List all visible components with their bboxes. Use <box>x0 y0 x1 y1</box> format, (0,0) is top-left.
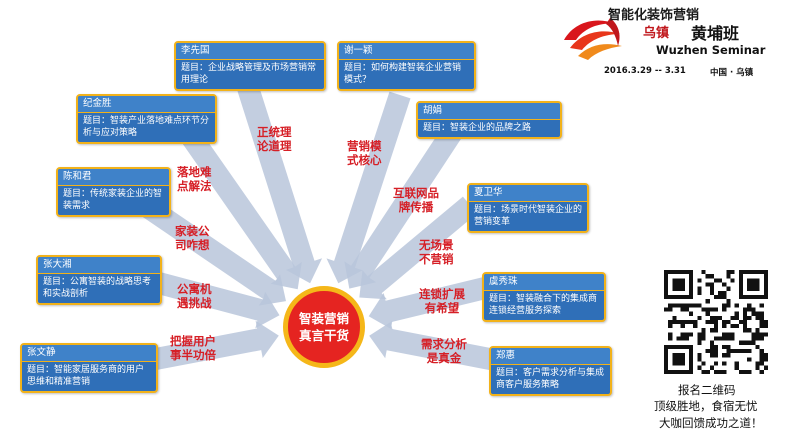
label-line: 营销模 <box>347 139 382 153</box>
speaker-name: 虞秀珠 <box>484 274 604 291</box>
label-apartment-challenge: 公寓机 遇挑战 <box>177 282 212 310</box>
label-line: 遇挑战 <box>177 296 212 310</box>
arrow-2 <box>176 121 302 290</box>
label-line: 不营销 <box>419 252 454 266</box>
speaker-name: 夏卫华 <box>469 185 587 202</box>
label-line: 司咋想 <box>175 238 210 252</box>
speaker-topic: 题目：如何构建智装企业营销模式？ <box>344 63 462 85</box>
label-demand-analysis: 需求分析 是真金 <box>421 337 467 365</box>
brand-title: 智能化装饰营销 <box>608 8 700 23</box>
speaker-card-li-xianguo: 李先国 题目：企业战略管理及市场营销常用理论 <box>174 41 326 91</box>
speaker-topic: 题目：企业战略管理及市场营销常用理论 <box>181 63 317 85</box>
label-line: 落地难 <box>177 165 212 179</box>
speaker-card-yu-xiuzhu: 虞秀珠 题目：智装融合下的集成商连锁经营服务探索 <box>482 272 606 322</box>
arrow-0 <box>237 84 323 284</box>
speaker-topic: 题目：传统家装企业的智装需求 <box>63 189 163 211</box>
speaker-topic: 题目：智装企业的品牌之路 <box>423 123 532 133</box>
label-line: 家装公 <box>175 224 210 238</box>
phoenix-logo-icon <box>564 18 622 60</box>
speaker-card-zhang-daxiang: 张大湘 题目：公寓智装的战略思考和实战剖析 <box>36 255 162 305</box>
speaker-topic: 题目：公寓智装的战略思考和实战剖析 <box>43 277 152 299</box>
speaker-topic: 题目：客户需求分析与集成商客户服务策略 <box>496 368 605 390</box>
speaker-name: 郑惠 <box>491 348 610 365</box>
speaker-topic: 题目：智装融合下的集成商连锁经营服务探索 <box>489 294 598 316</box>
center-line: 真言干货 <box>298 328 349 343</box>
qr-title: 报名二维码 <box>678 383 736 397</box>
arrow-8 <box>137 320 279 373</box>
label-chain-expansion: 连锁扩展 有希望 <box>419 287 465 315</box>
speaker-name: 李先国 <box>176 43 324 60</box>
arrow-7 <box>368 277 488 330</box>
label-line: 是真金 <box>426 351 462 365</box>
label-no-scene: 无场景 不营销 <box>419 238 454 266</box>
speaker-card-zhang-wenjing: 张文静 题目：智能家居服务商的用户思维和精准营销 <box>20 343 158 393</box>
brand-huangpu: 黄埔班 <box>691 24 740 43</box>
label-line: 把握用户 <box>170 334 216 348</box>
speaker-card-xia-weihua: 夏卫华 题目：场景时代智装企业的营销变革 <box>467 183 589 233</box>
label-line: 互联网品 <box>393 186 439 200</box>
brand-english: Wuzhen Seminar <box>656 43 766 57</box>
label-home-decoration: 家装公 司咋想 <box>175 224 210 252</box>
speaker-name: 陈和君 <box>58 169 169 186</box>
qr-code-icon[interactable] <box>664 270 768 374</box>
arrow-5 <box>359 196 478 300</box>
speaker-card-xie-yiying: 谢一颖 题目：如何构建智装企业营销模式？ <box>337 41 476 91</box>
qr-slogan-line: 大咖回馈成功之道！ <box>659 416 763 430</box>
brand-location: 中国 · 乌镇 <box>710 68 754 78</box>
speaker-topic: 题目：智装产业落地难点环节分析与应对策略 <box>83 116 210 138</box>
label-line: 无场景 <box>419 238 454 252</box>
label-line: 有希望 <box>424 301 460 315</box>
brand-wuzhen: 乌镇 <box>643 26 670 41</box>
qr-slogan-line: 顶级胜地，食宿无忧 <box>654 399 758 413</box>
label-line: 公寓机 <box>177 282 212 296</box>
label-line: 正统理 <box>257 125 292 139</box>
arrow-1 <box>326 91 411 284</box>
label-line: 事半功倍 <box>170 348 216 362</box>
speaker-name: 胡娟 <box>418 103 560 120</box>
arrow-6 <box>137 267 280 329</box>
brand-date: 2016.3.29 -- 3.31 <box>604 66 686 76</box>
label-grasp-users: 把握用户 事半功倍 <box>170 334 216 362</box>
center-line: 智装营销 <box>298 311 349 326</box>
center-hub: 智装营销 真言干货 <box>283 286 365 368</box>
label-line: 论道理 <box>257 139 292 153</box>
speaker-name: 谢一颖 <box>339 43 474 60</box>
speaker-card-chen-hejun: 陈和君 题目：传统家装企业的智装需求 <box>56 167 171 217</box>
label-brand-communication: 互联网品 牌传播 <box>393 186 439 214</box>
arrow-3 <box>344 122 465 289</box>
label-theory: 正统理 论道理 <box>257 125 292 153</box>
speaker-name: 张大湘 <box>38 257 160 274</box>
speaker-topic: 题目：场景时代智装企业的营销变革 <box>474 205 583 227</box>
label-line: 需求分析 <box>421 337 467 351</box>
label-line: 点解法 <box>177 179 212 193</box>
speaker-card-hu-juan: 胡娟 题目：智装企业的品牌之路 <box>416 101 562 139</box>
arrow-9 <box>369 320 498 371</box>
speaker-name: 纪金胜 <box>78 96 215 113</box>
speaker-card-ji-jinsheng: 纪金胜 题目：智装产业落地难点环节分析与应对策略 <box>76 94 217 144</box>
label-marketing-model: 营销模 式核心 <box>347 139 382 167</box>
speaker-name: 张文静 <box>22 345 156 362</box>
speaker-card-zheng-hui: 郑惠 题目：客户需求分析与集成商客户服务策略 <box>489 346 612 396</box>
label-line: 式核心 <box>347 153 382 167</box>
label-line: 牌传播 <box>398 200 434 214</box>
label-line: 连锁扩展 <box>419 287 465 301</box>
label-landing-difficulty: 落地难 点解法 <box>177 165 212 193</box>
speaker-topic: 题目：智能家居服务商的用户思维和精准营销 <box>27 365 145 387</box>
